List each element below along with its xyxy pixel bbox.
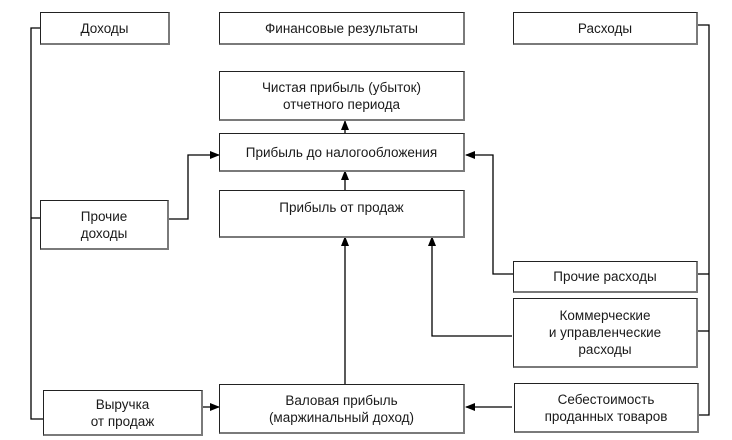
net-profit-line-2: отчетного периода <box>283 96 400 112</box>
sales-profit-box: Прибыль от продаж <box>219 190 465 238</box>
gross-profit-line-1: Валовая прибыль <box>285 392 398 408</box>
net-profit-line-1: Чистая прибыль (убыток) <box>261 79 422 95</box>
header-results-box: Финансовые результаты <box>219 12 465 45</box>
other-expenses-label: Прочие расходы <box>553 269 657 284</box>
gross-profit-line-2: (маржинальный доход) <box>268 409 415 425</box>
pretax-profit-label: Прибыль до налогообложения <box>245 144 438 160</box>
commercial-admin-line-2: и управленческие <box>548 325 662 340</box>
commercial-admin-line-1: Коммерческие <box>559 308 651 323</box>
header-results-label: Финансовые результаты <box>265 20 418 36</box>
cost-of-goods-line-2: проданных товаров <box>544 408 668 424</box>
header-expenses-box: Расходы <box>513 12 698 45</box>
header-income-box: Доходы <box>40 12 170 45</box>
revenue-line-1: Выручка <box>95 396 150 412</box>
other-income-line-1: Прочие <box>80 208 128 224</box>
other-expenses-box: Прочие расходы <box>513 261 698 293</box>
header-income-label: Доходы <box>80 20 129 36</box>
arrow-commercial-to-sales <box>428 236 512 337</box>
arrow-other-income-to-pretax <box>168 151 220 220</box>
cost-of-goods-line-1: Себестоимость <box>557 391 655 407</box>
header-expenses-label: Расходы <box>577 20 633 36</box>
income-bracket-line <box>30 27 43 420</box>
net-profit-box: Чистая прибыль (убыток) отчетного период… <box>219 71 465 121</box>
sales-profit-label: Прибыль от продаж <box>279 200 404 215</box>
gross-profit-box: Валовая прибыль (маржинальный доход) <box>219 384 465 434</box>
other-income-box: Прочие доходы <box>40 200 169 250</box>
commercial-admin-expenses-box: Коммерческие и управленческие расходы <box>513 298 698 368</box>
cost-of-goods-box: Себестоимость проданных товаров <box>514 383 699 433</box>
pretax-profit-box: Прибыль до налогообложения <box>219 133 465 172</box>
arrow-other-expenses-to-pretax <box>465 151 514 275</box>
commercial-admin-line-3: расходы <box>578 342 632 357</box>
other-income-line-2: доходы <box>80 225 128 241</box>
revenue-line-2: от продаж <box>90 413 155 429</box>
expenses-bracket-line <box>697 24 710 416</box>
revenue-box: Выручка от продаж <box>43 390 203 436</box>
